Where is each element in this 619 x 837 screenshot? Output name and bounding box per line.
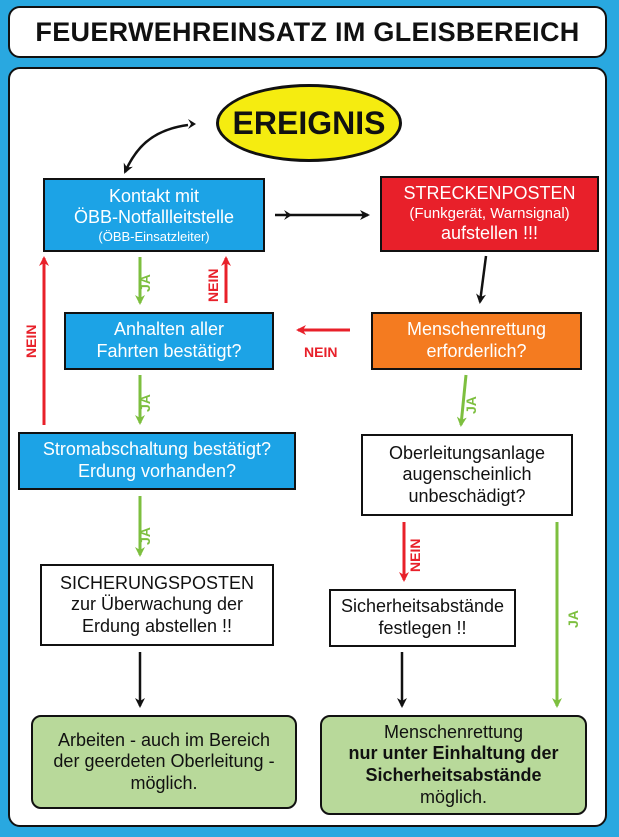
node-strom-line2: Erdung vorhanden? <box>77 461 237 481</box>
node-oberleitung-line3: unbeschädigt? <box>408 485 526 506</box>
node-oberleitung-line1: Oberleitungsanlage <box>388 442 546 463</box>
label-ja-oberleitung: JA <box>565 610 581 628</box>
start-node-ereignis: EREIGNIS <box>216 84 402 162</box>
node-arbeiten: Arbeiten - auch im Bereich der geerdeten… <box>31 715 297 809</box>
node-anhalten-line1: Anhalten aller <box>113 319 225 340</box>
label-nein-anhalten: NEIN <box>205 269 221 302</box>
node-sicherungsposten-line3: Erdung abstellen !! <box>81 615 233 636</box>
node-rettung-final-line2: nur unter Einhaltung der <box>348 743 559 764</box>
node-arbeiten-line2: der geerdeten Oberleitung - <box>53 751 275 772</box>
node-menschenrettung: Menschenrettung erforderlich? <box>371 312 582 370</box>
label-ja-strom: JA <box>137 527 153 545</box>
node-oberleitung-line2: augenscheinlich <box>402 464 532 485</box>
page-title: FEUERWEHREINSATZ IM GLEISBEREICH <box>8 6 607 58</box>
node-strom: Stromabschaltung bestätigt? Erdung vorha… <box>18 432 296 490</box>
arrow-streckenposten-menschenrettung <box>476 255 488 304</box>
label-nein-oberleitung: NEIN <box>407 539 423 572</box>
node-arbeiten-line3: möglich. <box>130 772 198 793</box>
label-ja-menschenrettung: JA <box>463 396 479 414</box>
node-arbeiten-line1: Arbeiten - auch im Bereich <box>57 729 271 750</box>
node-sicherheitsabstaende: Sicherheitsabstände festlegen !! <box>329 589 516 647</box>
node-sicherheitsabstaende-line1: Sicherheitsabstände <box>340 596 505 617</box>
label-ja-kontakt: JA <box>137 274 153 292</box>
label-nein-menschenrettung: NEIN <box>304 344 337 360</box>
node-rettung-final-line3: Sicherheitsabstände <box>365 765 542 785</box>
node-strom-line1: Stromabschaltung bestätigt? <box>42 439 272 460</box>
label-ja-anhalten: JA <box>137 394 153 412</box>
node-oberleitung: Oberleitungsanlage augenscheinlich unbes… <box>361 434 573 516</box>
node-sicherungsposten: SICHERUNGSPOSTEN zur Überwachung der Erd… <box>40 564 274 646</box>
label-nein-strom: NEIN <box>23 325 39 358</box>
node-kontakt-line2: ÖBB-Notfallleitstelle <box>73 207 235 228</box>
node-kontakt-line3: (ÖBB-Einsatzleiter) <box>98 228 210 244</box>
node-kontakt: Kontakt mit ÖBB-Notfallleitstelle (ÖBB-E… <box>43 178 265 252</box>
node-rettung-final: Menschenrettung nur unter Einhaltung der… <box>320 715 587 815</box>
node-anhalten: Anhalten aller Fahrten bestätigt? <box>64 312 274 370</box>
node-menschenrettung-line1: Menschenrettung <box>406 319 547 340</box>
node-sicherungsposten-line1: SICHERUNGSPOSTEN <box>59 572 255 593</box>
node-streckenposten-line2: (Funkgerät, Warnsignal) <box>409 205 570 222</box>
node-streckenposten-line1: STRECKENPOSTEN <box>403 183 576 204</box>
node-sicherheitsabstaende-line2: festlegen !! <box>378 618 467 638</box>
node-kontakt-line1: Kontakt mit <box>108 185 200 206</box>
arrow-menschenrettung-oberleitung-ja <box>456 374 468 427</box>
node-streckenposten: STRECKENPOSTEN (Funkgerät, Warnsignal) a… <box>380 176 599 252</box>
arrow-ereignis-kontakt <box>123 123 189 174</box>
arrow-tail-ereignis <box>188 119 196 129</box>
node-rettung-final-line4: möglich. <box>419 786 488 807</box>
arrow-tail-kontakt <box>284 210 292 220</box>
node-sicherungsposten-line2: zur Überwachung der <box>70 594 244 615</box>
node-menschenrettung-line2: erforderlich? <box>426 341 527 361</box>
node-anhalten-line2: Fahrten bestätigt? <box>96 341 242 361</box>
node-rettung-final-line1: Menschenrettung <box>383 721 524 742</box>
node-streckenposten-line3: aufstellen !!! <box>440 223 539 243</box>
